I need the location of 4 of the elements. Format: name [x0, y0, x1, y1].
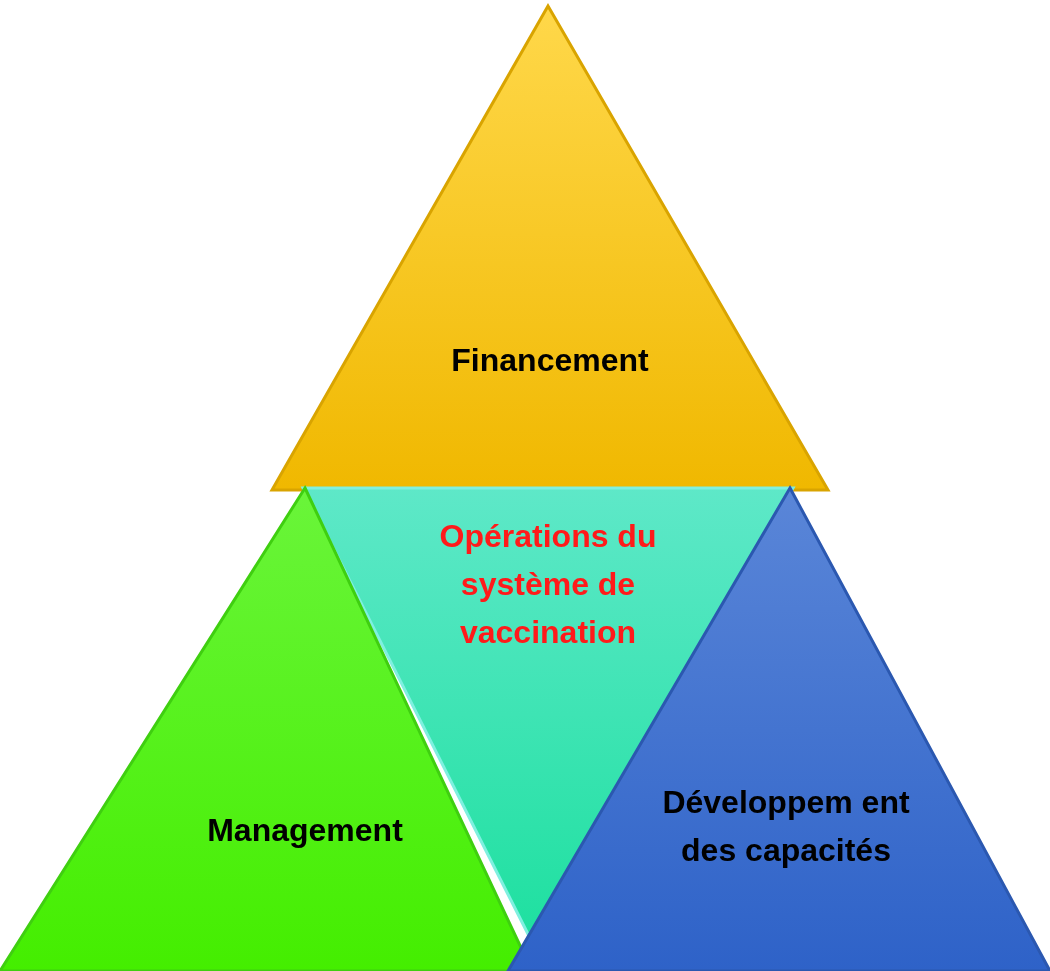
node-label: Opérations du système de vaccination	[438, 517, 658, 652]
node-label: Management	[206, 811, 404, 850]
node-label: Financement	[450, 341, 650, 380]
node-label: Développem ent des capacités	[661, 783, 911, 870]
